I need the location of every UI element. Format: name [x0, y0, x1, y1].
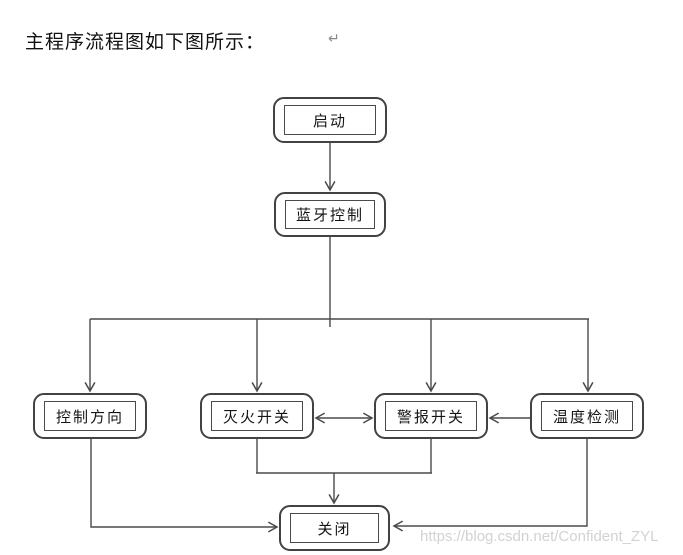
edge-temperature-to-close — [392, 439, 588, 532]
node-close: 关闭 — [279, 505, 390, 551]
node-alarm-switch-label: 警报开关 — [396, 409, 465, 426]
csdn-watermark: https://blog.csdn.net/Confident_ZYL — [420, 528, 659, 545]
node-bluetooth-control-inner: 蓝牙控制 — [285, 200, 375, 229]
paragraph-return-mark: ↵ — [328, 31, 340, 47]
node-close-label: 关闭 — [317, 521, 352, 538]
node-start: 启动 — [273, 97, 387, 143]
node-temperature-detection-label: 温度检测 — [552, 409, 621, 426]
node-bluetooth-control: 蓝牙控制 — [274, 192, 386, 237]
node-temperature-detection-inner: 温度检测 — [541, 401, 633, 431]
node-close-inner: 关闭 — [290, 513, 379, 543]
node-alarm-switch: 警报开关 — [374, 393, 488, 439]
node-control-direction-inner: 控制方向 — [44, 401, 136, 431]
edge-direction-to-close — [90, 439, 279, 533]
node-control-direction-label: 控制方向 — [55, 409, 124, 426]
node-start-inner: 启动 — [284, 105, 376, 135]
node-control-direction: 控制方向 — [33, 393, 147, 439]
node-extinguish-switch-inner: 灭火开关 — [211, 401, 303, 431]
node-extinguish-switch: 灭火开关 — [200, 393, 314, 439]
node-bluetooth-control-label: 蓝牙控制 — [295, 208, 364, 224]
node-temperature-detection: 温度检测 — [530, 393, 644, 439]
node-extinguish-switch-label: 灭火开关 — [222, 409, 291, 426]
node-start-label: 启动 — [312, 113, 347, 130]
node-alarm-switch-inner: 警报开关 — [385, 401, 477, 431]
page-title: 主程序流程图如下图所示： — [25, 32, 266, 53]
